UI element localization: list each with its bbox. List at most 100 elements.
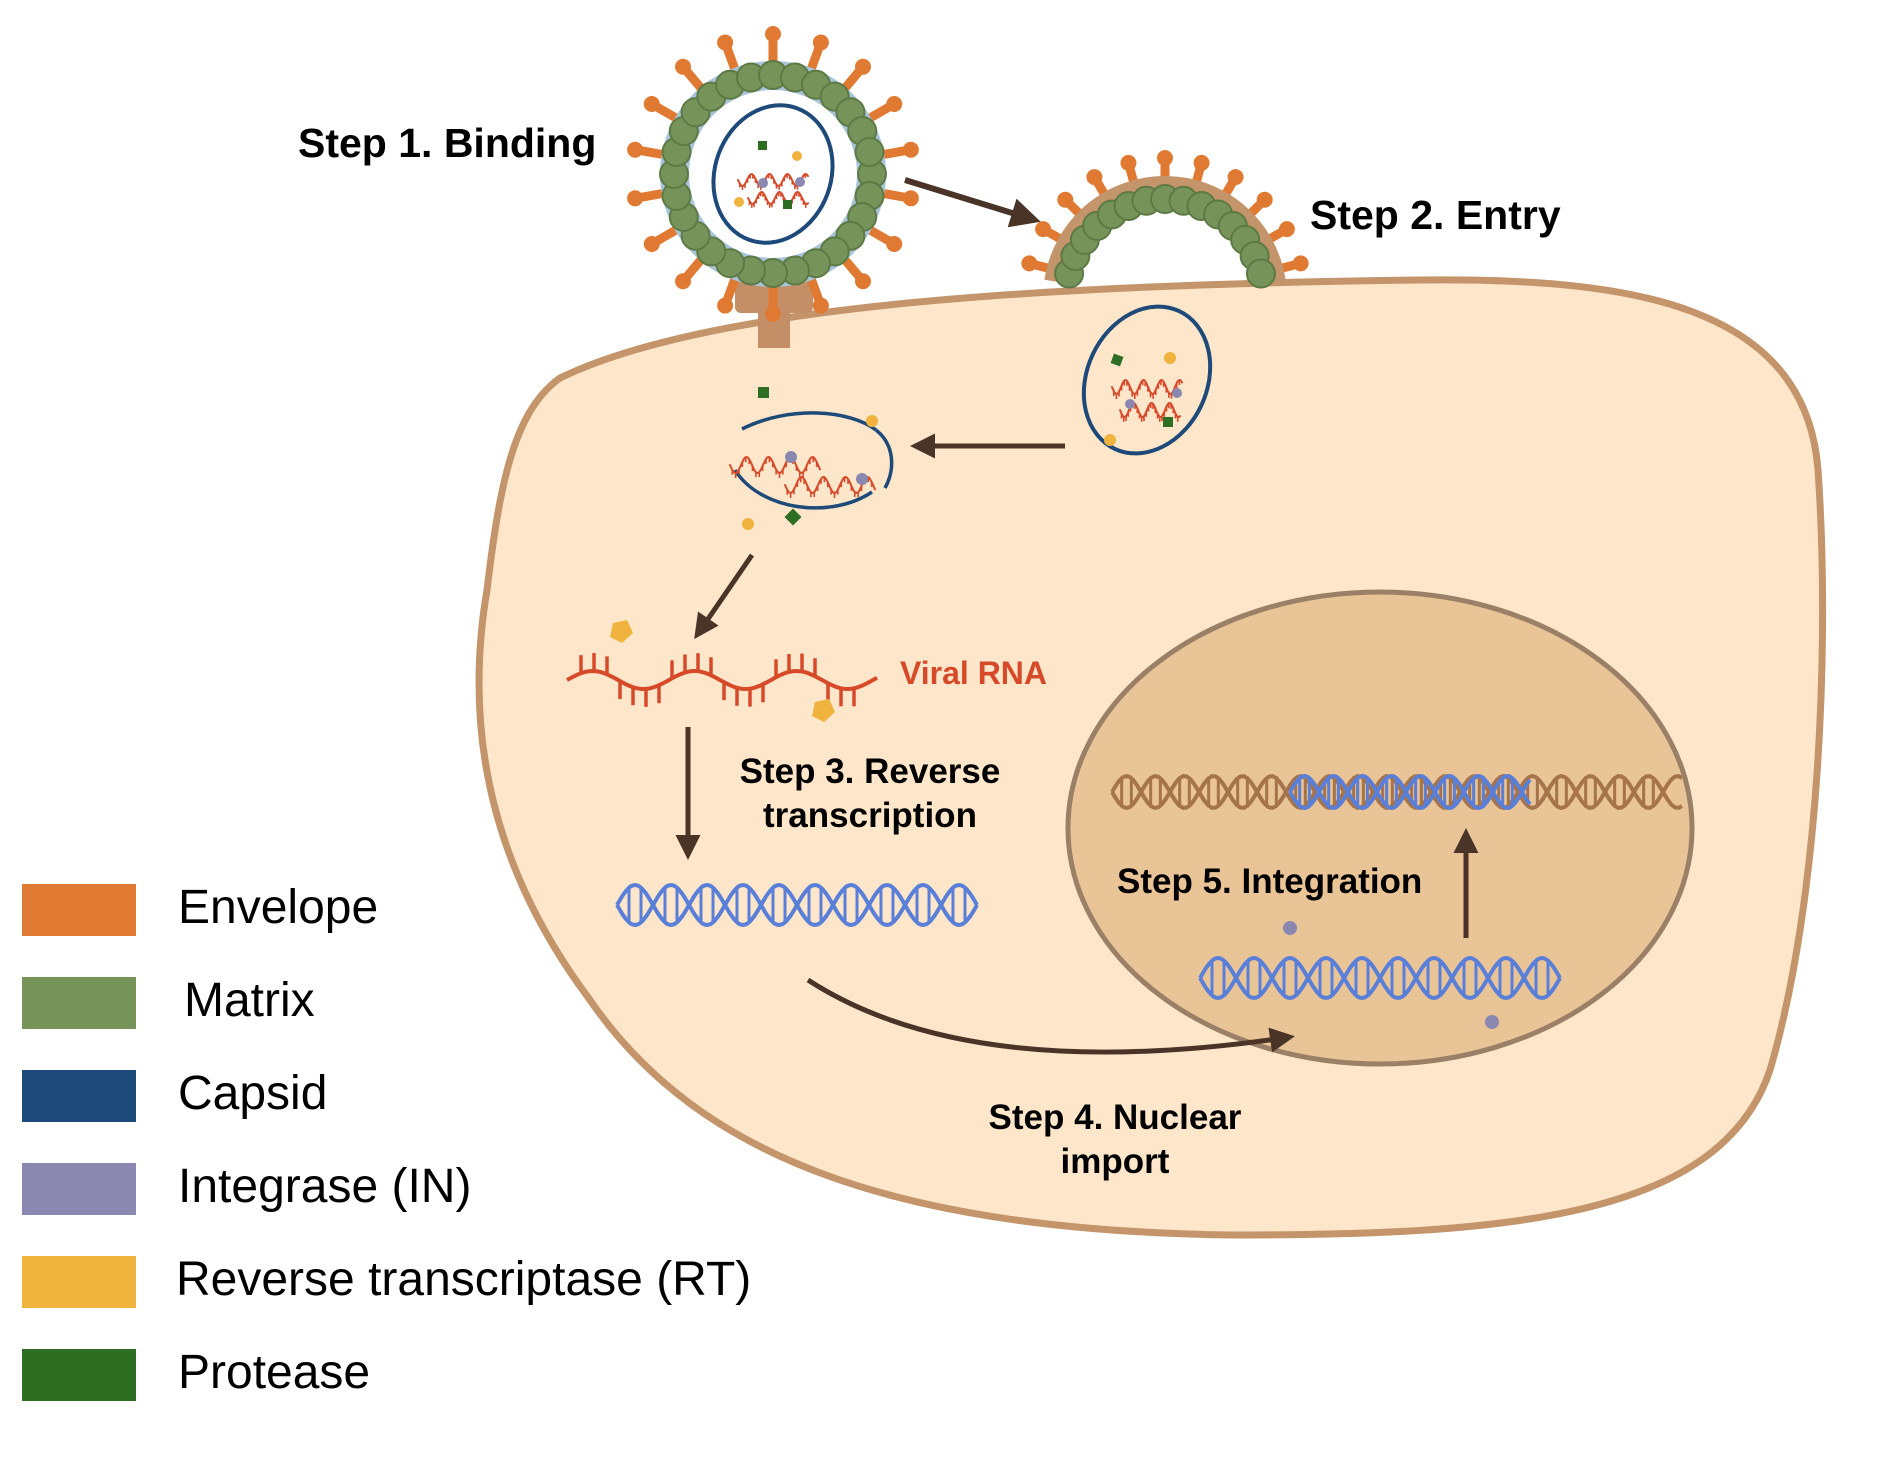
integrase [856,473,868,485]
legend-swatch-envelope [22,884,136,936]
nucleus [1065,589,1695,1067]
spike-head [1193,154,1210,171]
spike-head [1057,191,1074,208]
helix-strand-a [1288,773,1532,811]
step-3-line1: Step 3. Reverse [739,752,1001,791]
legend-label-matrix: Matrix [184,974,315,1027]
spike-head [717,297,734,314]
integrase [1172,388,1182,398]
integrated-viral-segment [1288,773,1532,811]
fusing-membrane [1044,176,1286,282]
reverse-transcriptase [734,197,744,207]
reverse-transcriptase [742,518,754,530]
spike-head [854,273,871,290]
free-capsid [1081,304,1213,456]
virion-binding [627,26,919,348]
capsid-fragment [874,428,894,489]
legend-label-integrase: Integrase (IN) [178,1160,472,1213]
step-2-label: Step 2. Entry [1310,192,1561,238]
spike-head [1157,150,1173,166]
legend-swatch-protease [22,1349,136,1401]
legend-swatch-matrix [22,977,136,1029]
spike-head [1035,221,1052,238]
spike-head [643,96,660,112]
rna-backbone [566,668,878,692]
step-1-label: Step 1. Binding [298,120,597,166]
step-5-label: Step 5. Integration [1117,862,1423,901]
integrase [1485,1015,1499,1029]
protease [784,508,802,526]
legend-swatch-reverse-transcriptase [22,1256,136,1308]
spike-head [902,190,919,207]
nuclear-viral-dna [1198,955,1562,1001]
legend-swatch-capsid [22,1070,136,1122]
legend-label-envelope: Envelope [178,881,379,934]
spike-head [765,306,781,322]
spike-head [812,34,829,51]
spike-head [627,141,644,158]
matrix-protein [1245,258,1276,289]
reverse-transcriptase [812,699,835,722]
spike-head [1292,255,1309,272]
spike-head [1120,154,1137,171]
uncoating-capsid [729,387,894,530]
spike-head [675,58,692,75]
spike-head [886,236,903,252]
reverse-transcriptase [610,620,633,643]
integrated-viral-dna [1288,773,1532,811]
viral-rna-label: Viral RNA [900,655,1048,691]
spike-head [675,273,692,290]
capsid-fragment [733,469,873,510]
legend-label-capsid: Capsid [178,1067,328,1120]
reverse-transcriptase [1164,352,1176,364]
step-4-line2: import [1060,1142,1170,1181]
arrow-binding-to-entry [904,177,1041,228]
capsid [711,103,835,245]
spike-head [812,297,829,314]
spike-head [643,236,660,252]
arrow-uncoating-to-rna [694,553,755,640]
spike-head [1227,169,1244,186]
helix-strand-b [615,882,979,928]
integrase [758,178,768,188]
reverse-transcriptase [866,415,878,427]
spike-head [765,26,781,42]
step-3-label: Step 3. Reverse transcription [730,752,1010,836]
spike-head [627,190,644,207]
capsid-fragment [741,411,878,432]
protease [1110,353,1124,367]
integrase [1283,921,1297,935]
spike-head [854,58,871,75]
protease [783,200,792,209]
spike-head [1278,221,1295,238]
integrase [785,451,797,463]
integrase [795,177,805,187]
viral-rna [566,653,878,707]
spike-head [1021,255,1038,272]
spike-head [886,96,903,112]
legend-label-reverse-transcriptase: Reverse transcriptase (RT) [176,1253,752,1306]
virion-entry [1021,150,1309,289]
reverse-transcriptase [1104,434,1116,446]
step-4-line1: Step 4. Nuclear [988,1098,1242,1137]
legend-label-protease: Protease [178,1346,371,1399]
legend-swatch-integrase [22,1163,136,1215]
integrase [1125,399,1135,409]
spike-head [1086,169,1103,186]
spike-head [1256,191,1273,208]
reverse-transcriptase [792,151,802,161]
step-3-line2: transcription [763,796,977,835]
protease [758,387,769,398]
helix-strand-b [1198,955,1562,1001]
spike-head [902,141,919,158]
viral-dna [615,882,979,928]
spike-head [717,34,734,51]
protease [1163,417,1173,427]
protease [758,141,767,150]
helix-strand-b [1288,773,1532,811]
matrix-protein [854,136,885,167]
step-4-label: Step 4. Nuclear import [975,1098,1255,1182]
arrow-nuclear-import [806,977,1295,1055]
